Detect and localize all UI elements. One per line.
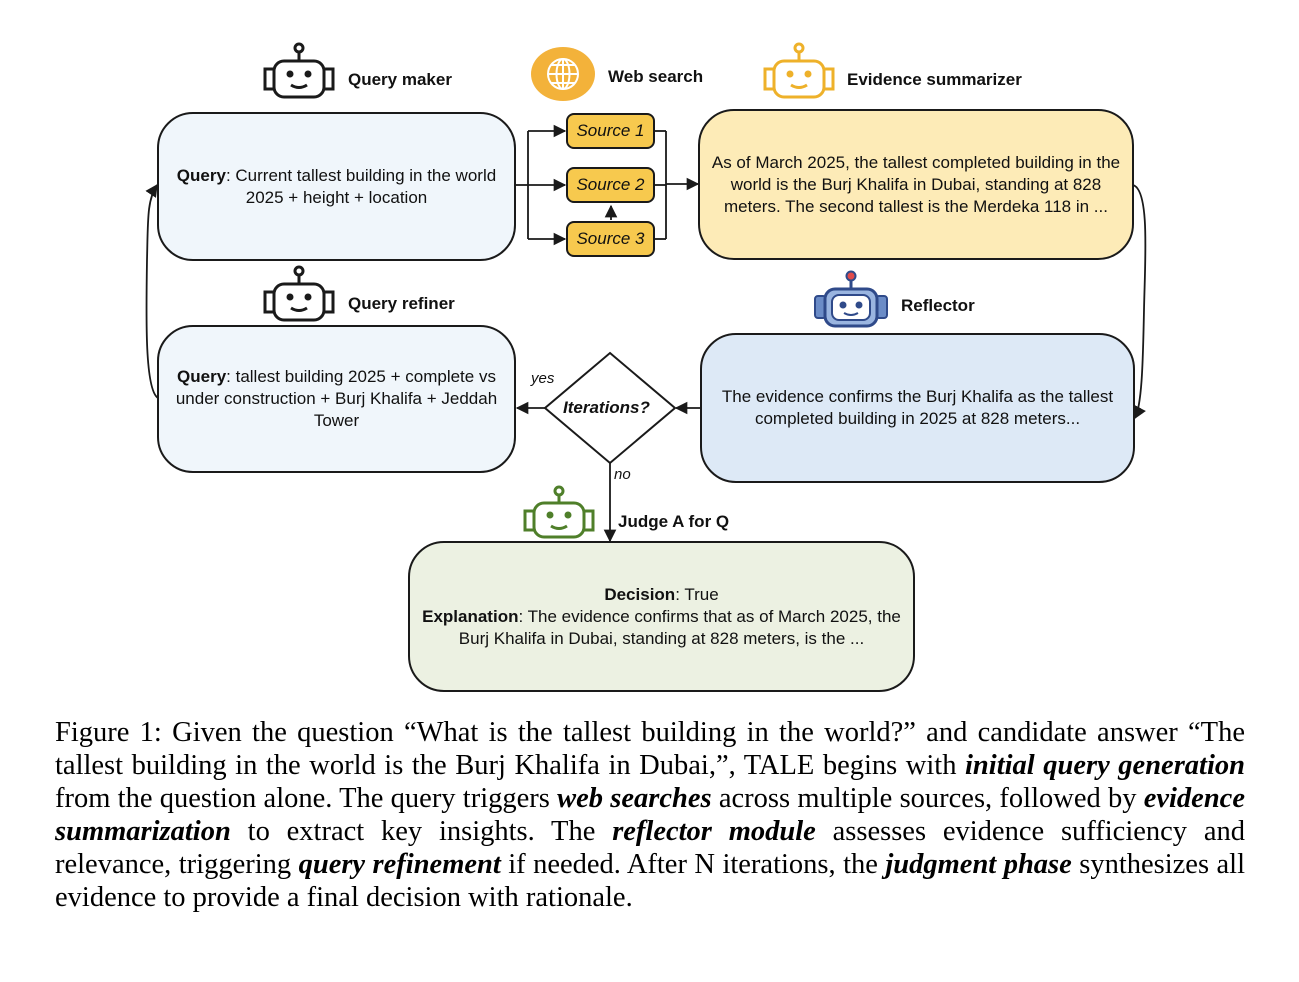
query-text: : Current tallest building in the world … bbox=[225, 165, 497, 207]
query-refiner-label: Query refiner bbox=[348, 294, 455, 313]
reflector-box: The evidence confirms the Burj Khalifa a… bbox=[700, 333, 1135, 483]
refined-query-label: Query bbox=[177, 367, 227, 386]
globe-icon bbox=[531, 47, 595, 101]
caption-emphasis-query-refinement: query refinement bbox=[298, 849, 501, 880]
caption-emphasis-web-searches: web searches bbox=[557, 783, 712, 814]
figure-caption: Figure 1: Given the question “What is th… bbox=[55, 716, 1245, 914]
caption-text-1: Figure 1: Given the question “What is th… bbox=[55, 717, 1245, 781]
caption-text-2: from the question alone. The query trigg… bbox=[55, 783, 558, 814]
iterations-label: Iterations? bbox=[563, 398, 650, 417]
refined-query-text: : tallest building 2025 + complete vs un… bbox=[175, 367, 498, 430]
reflector-text: The evidence confirms the Burj Khalifa a… bbox=[721, 387, 1114, 428]
no-label: no bbox=[614, 466, 631, 483]
robot-icon bbox=[263, 265, 335, 322]
evidence-summary-box: As of March 2025, the tallest completed … bbox=[698, 109, 1134, 260]
caption-emphasis-evidence-summarization: evidence summarization bbox=[55, 783, 1245, 847]
reflector-label: Reflector bbox=[901, 296, 975, 315]
robot-icon bbox=[763, 42, 835, 99]
robot-icon bbox=[523, 485, 595, 539]
caption-emphasis-judgment-phase: judgment phase bbox=[885, 849, 1072, 880]
robot-icon bbox=[814, 270, 888, 328]
evidence-summarizer-label: Evidence summarizer bbox=[847, 70, 1022, 89]
caption-text-3: across multiple sources, followed by bbox=[711, 783, 1144, 814]
refined-query-box: Query: tallest building 2025 + complete … bbox=[157, 325, 516, 473]
robot-icon bbox=[263, 42, 335, 99]
source-2-box: Source 2 bbox=[566, 167, 655, 203]
evidence-summary-text: As of March 2025, the tallest completed … bbox=[711, 152, 1121, 216]
query-box: Query: Current tallest building in the w… bbox=[157, 112, 516, 261]
query-label: Query bbox=[176, 165, 226, 185]
yes-label: yes bbox=[531, 370, 555, 387]
caption-text-5: assesses evidence sufficiency and releva… bbox=[55, 816, 1245, 880]
web-search-label: Web search bbox=[608, 67, 704, 86]
explanation-text: : The evidence confirms that as of March… bbox=[458, 606, 901, 648]
iterations-diamond bbox=[543, 351, 677, 465]
judge-label: Judge A for Q bbox=[618, 512, 730, 531]
connector-arrows bbox=[145, 124, 1147, 543]
query-maker-label: Query maker bbox=[348, 70, 452, 89]
caption-text-6: if needed. After N iterations, the bbox=[500, 849, 886, 880]
caption-emphasis-initial-query: initial query generation bbox=[965, 750, 1245, 781]
decision-value: : True bbox=[675, 584, 719, 604]
decision-label: Decision bbox=[604, 584, 676, 604]
caption-text-4: to extract key insights. The bbox=[230, 816, 613, 847]
source-1-box: Source 1 bbox=[566, 113, 655, 149]
explanation-label: Explanation bbox=[422, 606, 519, 626]
caption-text-7: synthesizes all evidence to provide a fi… bbox=[55, 849, 1245, 913]
caption-emphasis-reflector-module: reflector module bbox=[612, 816, 816, 847]
judge-box: Decision: True Explanation: The evidence… bbox=[408, 541, 915, 692]
source-3-box: Source 3 bbox=[566, 221, 655, 257]
